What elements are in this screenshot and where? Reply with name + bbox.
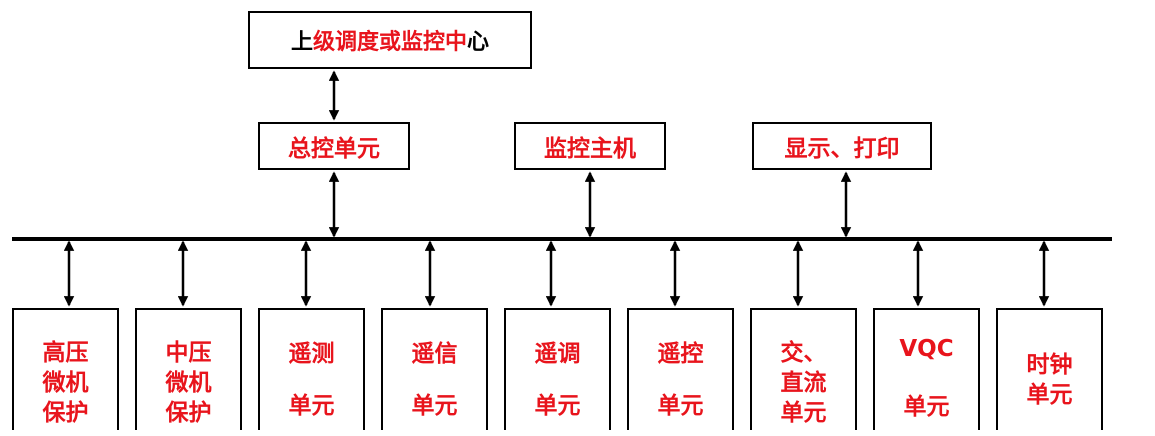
dispatch-center-suffix: 心 xyxy=(467,30,490,55)
display-print-box: 显示、打印 xyxy=(752,122,932,170)
monitor-host-label: 监控主机 xyxy=(544,136,636,162)
unit-hv-protection: 高压 微机 保护 xyxy=(12,308,119,430)
connector-layer xyxy=(12,70,1112,307)
dispatch-center-label: 级调度或监控中 xyxy=(312,30,467,55)
unit-label: 时钟 单元 xyxy=(1026,352,1073,408)
unit-ac-dc: 交、 直流 单元 xyxy=(750,308,857,430)
unit-mv-protection: 中压 微机 保护 xyxy=(135,308,242,430)
unit-label: 交、 直流 单元 xyxy=(780,340,827,426)
unit-vqc: VQC 单元 xyxy=(873,308,980,430)
unit-label: 遥调 单元 xyxy=(534,341,581,419)
unit-teleadjust: 遥调 单元 xyxy=(504,308,611,430)
unit-telemetry: 遥测 单元 xyxy=(258,308,365,430)
control-unit-label: 总控单元 xyxy=(288,136,380,162)
unit-telesignal: 遥信 单元 xyxy=(381,308,488,430)
unit-label: 遥控 单元 xyxy=(657,341,704,419)
unit-label: 遥测 单元 xyxy=(288,341,335,419)
display-print-label: 显示、打印 xyxy=(784,136,900,162)
dispatch-center-prefix: 上 xyxy=(290,30,313,55)
control-unit-box: 总控单元 xyxy=(258,122,410,170)
unit-label: 高压 微机 保护 xyxy=(42,340,89,426)
dispatch-center-box: 上级调度或监控中心 xyxy=(248,11,532,69)
unit-telecontrol: 遥控 单元 xyxy=(627,308,734,430)
monitor-host-box: 监控主机 xyxy=(514,122,666,170)
unit-clock: 时钟 单元 xyxy=(996,308,1103,430)
unit-label: VQC 单元 xyxy=(899,336,954,420)
unit-label: 中压 微机 保护 xyxy=(165,340,212,426)
system-architecture-diagram: 上级调度或监控中心 总控单元 监控主机 显示、打印 高压 微机 保护 中压 微机… xyxy=(12,11,1112,430)
unit-label: 遥信 单元 xyxy=(411,341,458,419)
